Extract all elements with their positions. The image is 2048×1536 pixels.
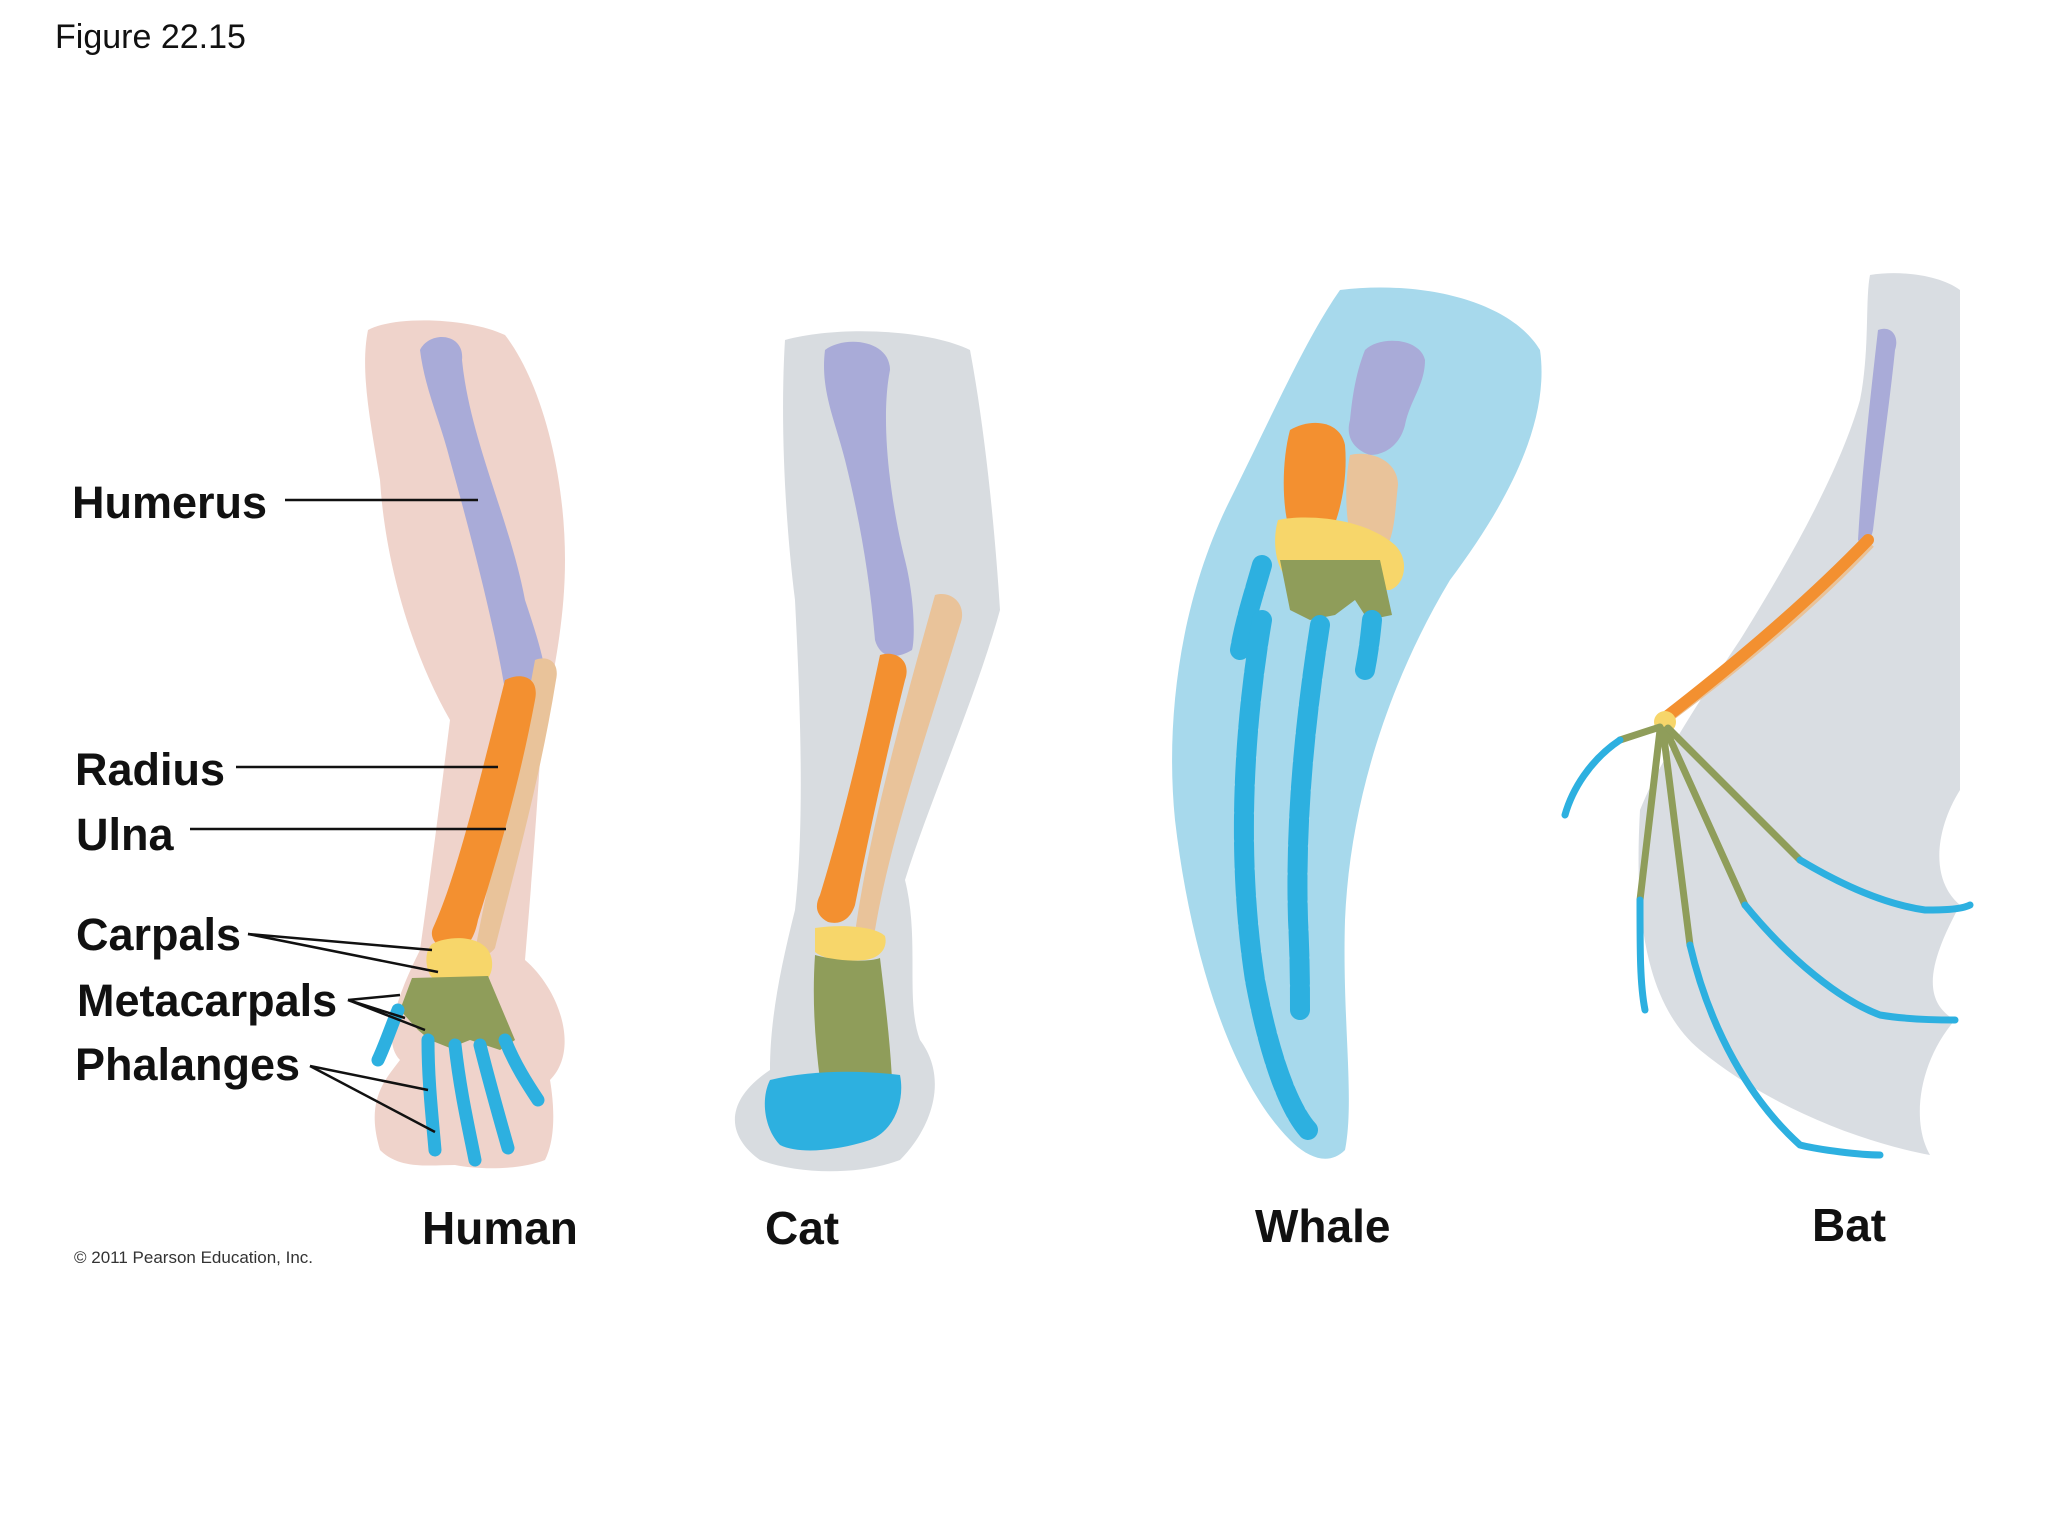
bat-radius xyxy=(1659,534,1874,724)
radius-label: Radius xyxy=(75,744,226,795)
bat-digit-5 xyxy=(1796,856,1974,914)
human-finger-2 xyxy=(448,1038,482,1167)
phalanges-leader-line-1 xyxy=(309,1064,429,1092)
humerus-label: Humerus xyxy=(72,477,268,528)
human-metacarpals xyxy=(400,976,515,1050)
whale-label: Whale xyxy=(1255,1200,1391,1252)
human-humerus xyxy=(420,337,548,702)
bat-membrane xyxy=(1638,273,1960,1155)
human-arm xyxy=(365,320,565,1169)
cat-phalanges xyxy=(764,1071,902,1151)
human-label: Human xyxy=(422,1202,578,1254)
cat-leg xyxy=(734,331,1000,1172)
leader-lines xyxy=(190,498,506,1134)
cat-radius xyxy=(816,653,907,923)
bat-digit-2 xyxy=(1636,896,1649,1014)
whale-metacarpals xyxy=(1280,560,1392,620)
phalanges-leader-line-2 xyxy=(309,1064,436,1134)
cat-humerus xyxy=(824,341,914,656)
bat-thumb xyxy=(1561,736,1624,819)
carpals-label: Carpals xyxy=(76,909,242,960)
cat-carpals xyxy=(815,926,886,961)
human-finger-3 xyxy=(473,1038,515,1155)
phalanges-label: Phalanges xyxy=(75,1039,301,1090)
carpals-leader-line-1 xyxy=(247,932,433,952)
cat-label: Cat xyxy=(765,1202,840,1254)
bat-label: Bat xyxy=(1812,1199,1887,1251)
human-carpals xyxy=(426,938,493,988)
ulna-label: Ulna xyxy=(76,809,174,860)
bat-phalanges xyxy=(1561,736,1974,1159)
human-phalanges xyxy=(371,1003,545,1167)
whale-digit-3 xyxy=(1287,615,1330,1020)
human-ulna xyxy=(476,658,557,955)
whale-digit-1 xyxy=(1230,555,1272,660)
human-radius xyxy=(431,676,536,951)
human-finger-4 xyxy=(498,1033,545,1107)
metacarpals-label: Metacarpals xyxy=(77,975,338,1026)
bat-digit-4 xyxy=(1741,901,1959,1024)
whale-phalanges xyxy=(1230,555,1382,1140)
whale-radius xyxy=(1283,422,1346,541)
bat-digit-3 xyxy=(1686,941,1884,1159)
whale-flipper xyxy=(1172,287,1542,1159)
figure-number: Figure 22.15 xyxy=(55,18,246,56)
cat-ulna xyxy=(856,594,963,937)
bat-wing xyxy=(1561,273,1974,1159)
whale-flipper-skin xyxy=(1172,287,1542,1159)
metacarpals-leader-line-1 xyxy=(347,993,401,1002)
metacarpals-leader-line-3 xyxy=(347,998,426,1032)
whale-humerus xyxy=(1348,340,1425,455)
cat-metacarpals xyxy=(813,955,892,1086)
bat-humerus xyxy=(1858,328,1897,545)
human-arm-skin xyxy=(365,320,565,1169)
carpals-leader-line-2 xyxy=(247,932,439,974)
whale-digit-4 xyxy=(1355,610,1382,680)
bat-metacarpals xyxy=(1616,723,1804,949)
copyright-notice: © 2011 Pearson Education, Inc. xyxy=(74,1248,314,1267)
human-finger-1 xyxy=(421,1033,442,1157)
whale-digit-2 xyxy=(1233,610,1318,1140)
